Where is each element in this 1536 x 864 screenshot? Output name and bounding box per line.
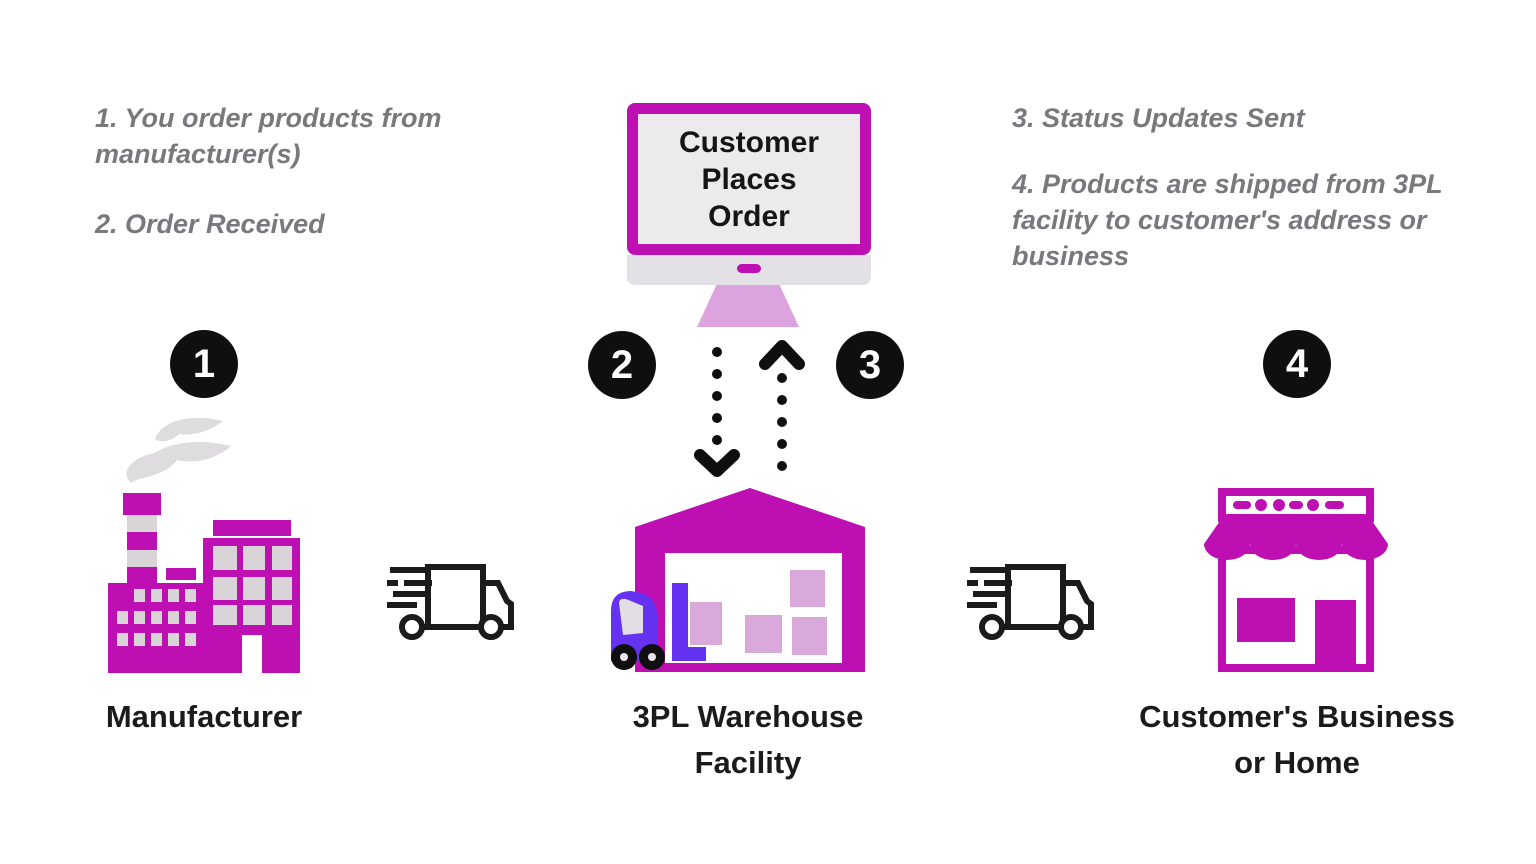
dotted-arrow-down-icon (694, 347, 740, 477)
smoke-icon (126, 417, 231, 483)
factory-icon (108, 417, 300, 673)
warehouse-icon (611, 488, 865, 672)
factory-door (242, 635, 262, 673)
dotted-arrow-up-icon (759, 340, 805, 471)
factory-step (166, 568, 196, 580)
note-step1: 1. You order products from manufacturer(… (95, 103, 442, 169)
store-sign-pattern (1233, 499, 1344, 511)
label-warehouse: 3PL Warehouse Facility (632, 699, 864, 780)
speed-lines (967, 567, 1012, 608)
left-notes: 1. You order products from manufacturer(… (95, 100, 525, 242)
delivery-truck-icon (967, 564, 1094, 640)
chimney-cap (123, 493, 161, 515)
monitor-screen-text: Customer Places Order (638, 114, 860, 244)
store-awning (1204, 518, 1388, 560)
step-badge-1: 1 (170, 330, 238, 398)
label-manufacturer: Manufacturer (105, 699, 303, 734)
warehouse-boxes (690, 570, 827, 655)
store-window (1237, 598, 1295, 642)
label-customer: Customer's Business or Home (1139, 699, 1455, 780)
step-badge-2: 2 (588, 331, 656, 399)
monitor-frame: Customer Places Order (627, 103, 871, 255)
step-badge-3: 3 (836, 331, 904, 399)
note-step3: 3. Status Updates Sent (1012, 103, 1305, 133)
note-step2: 2. Order Received (95, 209, 325, 239)
note-step4: 4. Products are shipped from 3PL facilit… (1012, 169, 1443, 271)
storefront-icon (1204, 488, 1388, 672)
factory-roof-bar (213, 520, 291, 536)
right-notes: 3. Status Updates Sent 4. Products are s… (1012, 100, 1472, 274)
delivery-truck-icon (387, 564, 514, 640)
factory-windows (117, 546, 292, 646)
forklift-icon (611, 583, 706, 670)
step-badge-4: 4 (1263, 330, 1331, 398)
forklift-windshield (619, 598, 643, 635)
monitor-power-button (737, 264, 761, 273)
store-door (1315, 600, 1356, 664)
monitor-stand (697, 285, 799, 327)
order-flow-arrows (694, 340, 805, 477)
